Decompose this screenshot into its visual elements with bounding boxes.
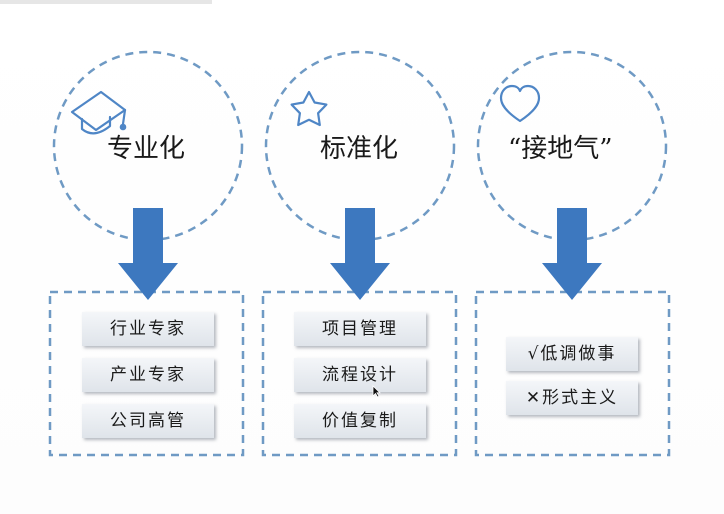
arrow-down-col2 xyxy=(330,208,390,300)
item-col1-3: 公司高管 xyxy=(82,404,214,438)
title-col2: 标准化 xyxy=(320,134,399,164)
graduation-cap-icon xyxy=(70,90,127,135)
item-col2-2: 流程设计 xyxy=(294,358,426,392)
item-col3-2: ✕形式主义 xyxy=(506,381,638,415)
mouse-cursor-icon xyxy=(372,385,381,398)
top-edge-bar xyxy=(0,0,212,4)
arrow-down-col1 xyxy=(118,208,178,300)
star-icon xyxy=(290,90,328,127)
title-col1: 专业化 xyxy=(107,134,186,164)
item-col3-1: √低调做事 xyxy=(506,337,638,371)
box-col1 xyxy=(48,290,245,457)
item-col2-3: 价值复制 xyxy=(294,404,426,438)
item-col1-1: 行业专家 xyxy=(82,312,214,346)
box-col2 xyxy=(261,290,458,457)
title-col3: “接地气” xyxy=(508,134,613,164)
item-col1-2: 产业专家 xyxy=(82,358,214,392)
heart-icon xyxy=(499,84,541,123)
box-col3 xyxy=(474,290,671,457)
arrow-down-col3 xyxy=(542,208,602,300)
item-col2-1: 项目管理 xyxy=(294,312,426,346)
